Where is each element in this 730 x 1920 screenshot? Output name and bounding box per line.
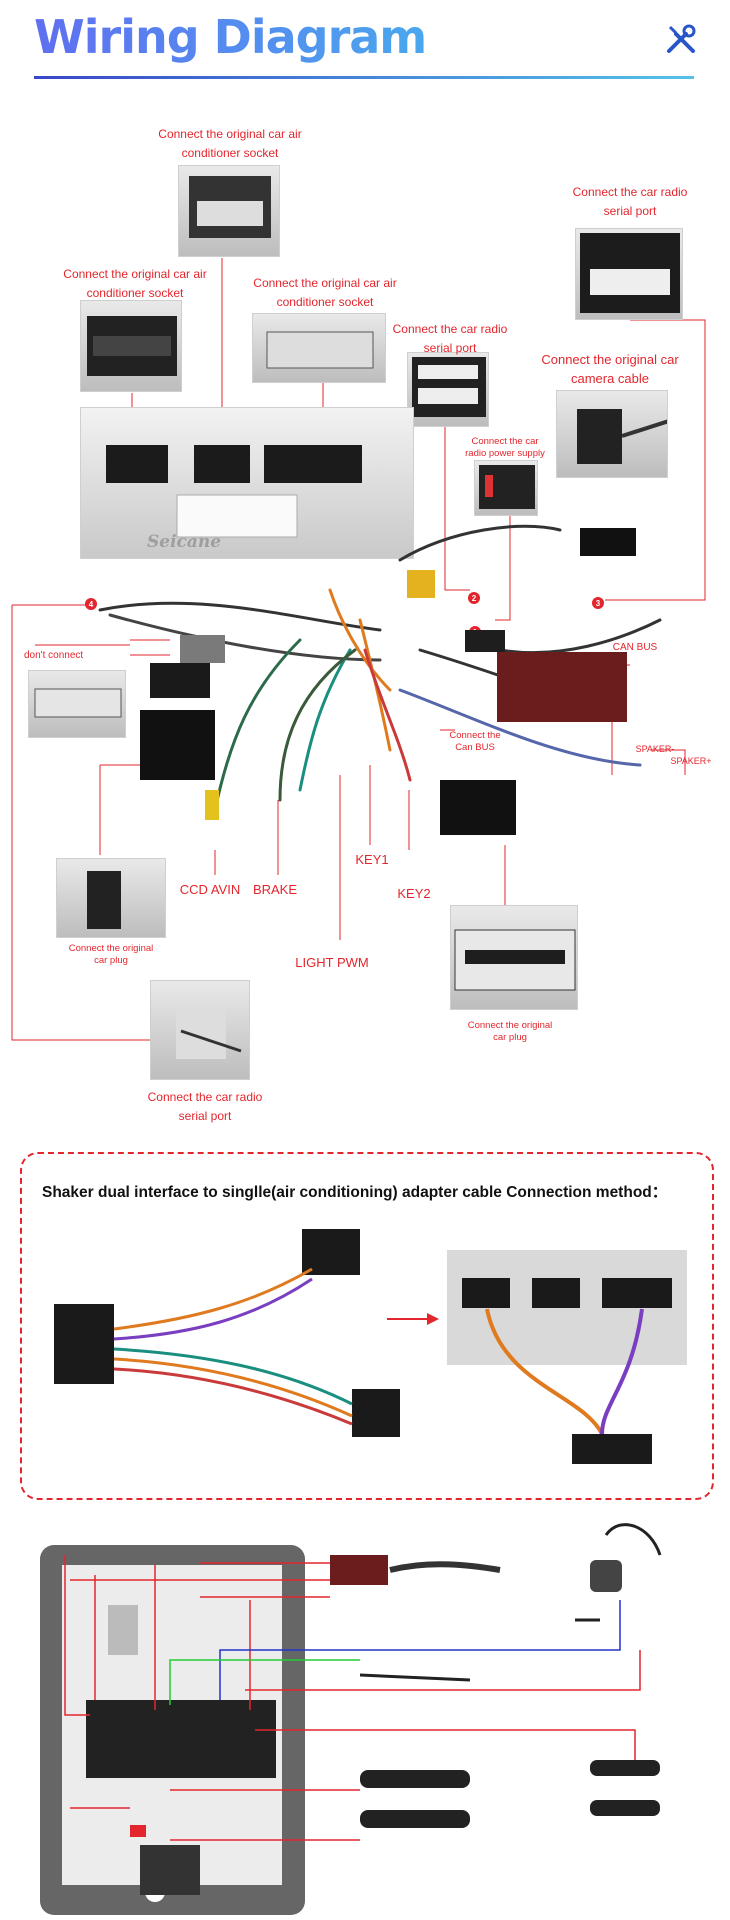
- label-key2: KEY2: [397, 886, 431, 901]
- label-radio-serial-bottom: Connect the car radio serial port: [147, 1090, 263, 1123]
- label-orig-plug-left: Connect the original car plug: [68, 943, 154, 966]
- wiring-harness-illustration: [98, 524, 662, 835]
- label-ac-socket-top: Connect the original car air conditioner…: [158, 127, 302, 160]
- label-brake: BRAKE: [252, 882, 298, 897]
- label-speaker-plus: SPAKER+: [670, 756, 712, 766]
- brand-watermark: Seicane: [147, 532, 222, 552]
- photo-dont-connect-plug: [28, 670, 126, 738]
- tools-icon: [667, 24, 696, 53]
- badge-3: 3: [596, 599, 601, 608]
- label-light-pwm: LIGHT PWM: [295, 955, 369, 970]
- photo-ac-socket-mid: [252, 313, 386, 383]
- label-radio-serial-mid: Connect the car radio serial port: [392, 322, 508, 355]
- photo-radio-serial-right: [575, 228, 683, 320]
- label-speaker-minus: SPAKER-: [635, 744, 675, 754]
- badge-2: 2: [472, 594, 477, 603]
- label-dont-connect: don't connect: [24, 650, 84, 661]
- label-ac-socket-mid: Connect the original car air conditioner…: [253, 276, 397, 309]
- photo-camera-cable: [556, 390, 668, 478]
- label-radio-power: Connect the car radio power supply: [465, 436, 545, 459]
- photo-orig-plug-left: [56, 858, 166, 938]
- label-camera-cable: Connect the original car camera cable: [541, 352, 679, 386]
- connection-method-title: Shaker dual interface to singlle(air con…: [42, 1184, 668, 1201]
- label-orig-plug-right: Connect the original car plug: [467, 1020, 553, 1043]
- label-ac-socket-left: Connect the original car air conditioner…: [63, 267, 207, 300]
- label-key1: KEY1: [355, 852, 389, 867]
- photo-radio-power: [474, 460, 538, 516]
- label-ccd-avin: CCD AVIN: [179, 882, 241, 897]
- connection-method-box: Shaker dual interface to singlle(air con…: [20, 1152, 714, 1500]
- adapter-cable-illustration: [54, 1229, 687, 1464]
- photo-ac-socket-left: [80, 300, 182, 392]
- label-connect-can-bus: Connect the Can BUS: [449, 730, 501, 753]
- page-title: Wiring Diagram: [34, 10, 427, 64]
- photo-radio-serial-bottom: [150, 980, 250, 1080]
- photo-radio-serial-mid: [407, 352, 489, 427]
- label-radio-serial-right: Connect the car radio serial port: [572, 185, 688, 218]
- label-can-bus: CAN BUS: [612, 642, 658, 653]
- photo-head-unit: Seicane: [80, 407, 414, 559]
- badge-4: 4: [89, 600, 94, 609]
- title-underline: [34, 76, 694, 79]
- photo-orig-plug-right: [450, 905, 578, 1010]
- photo-ac-socket-top: [178, 165, 280, 257]
